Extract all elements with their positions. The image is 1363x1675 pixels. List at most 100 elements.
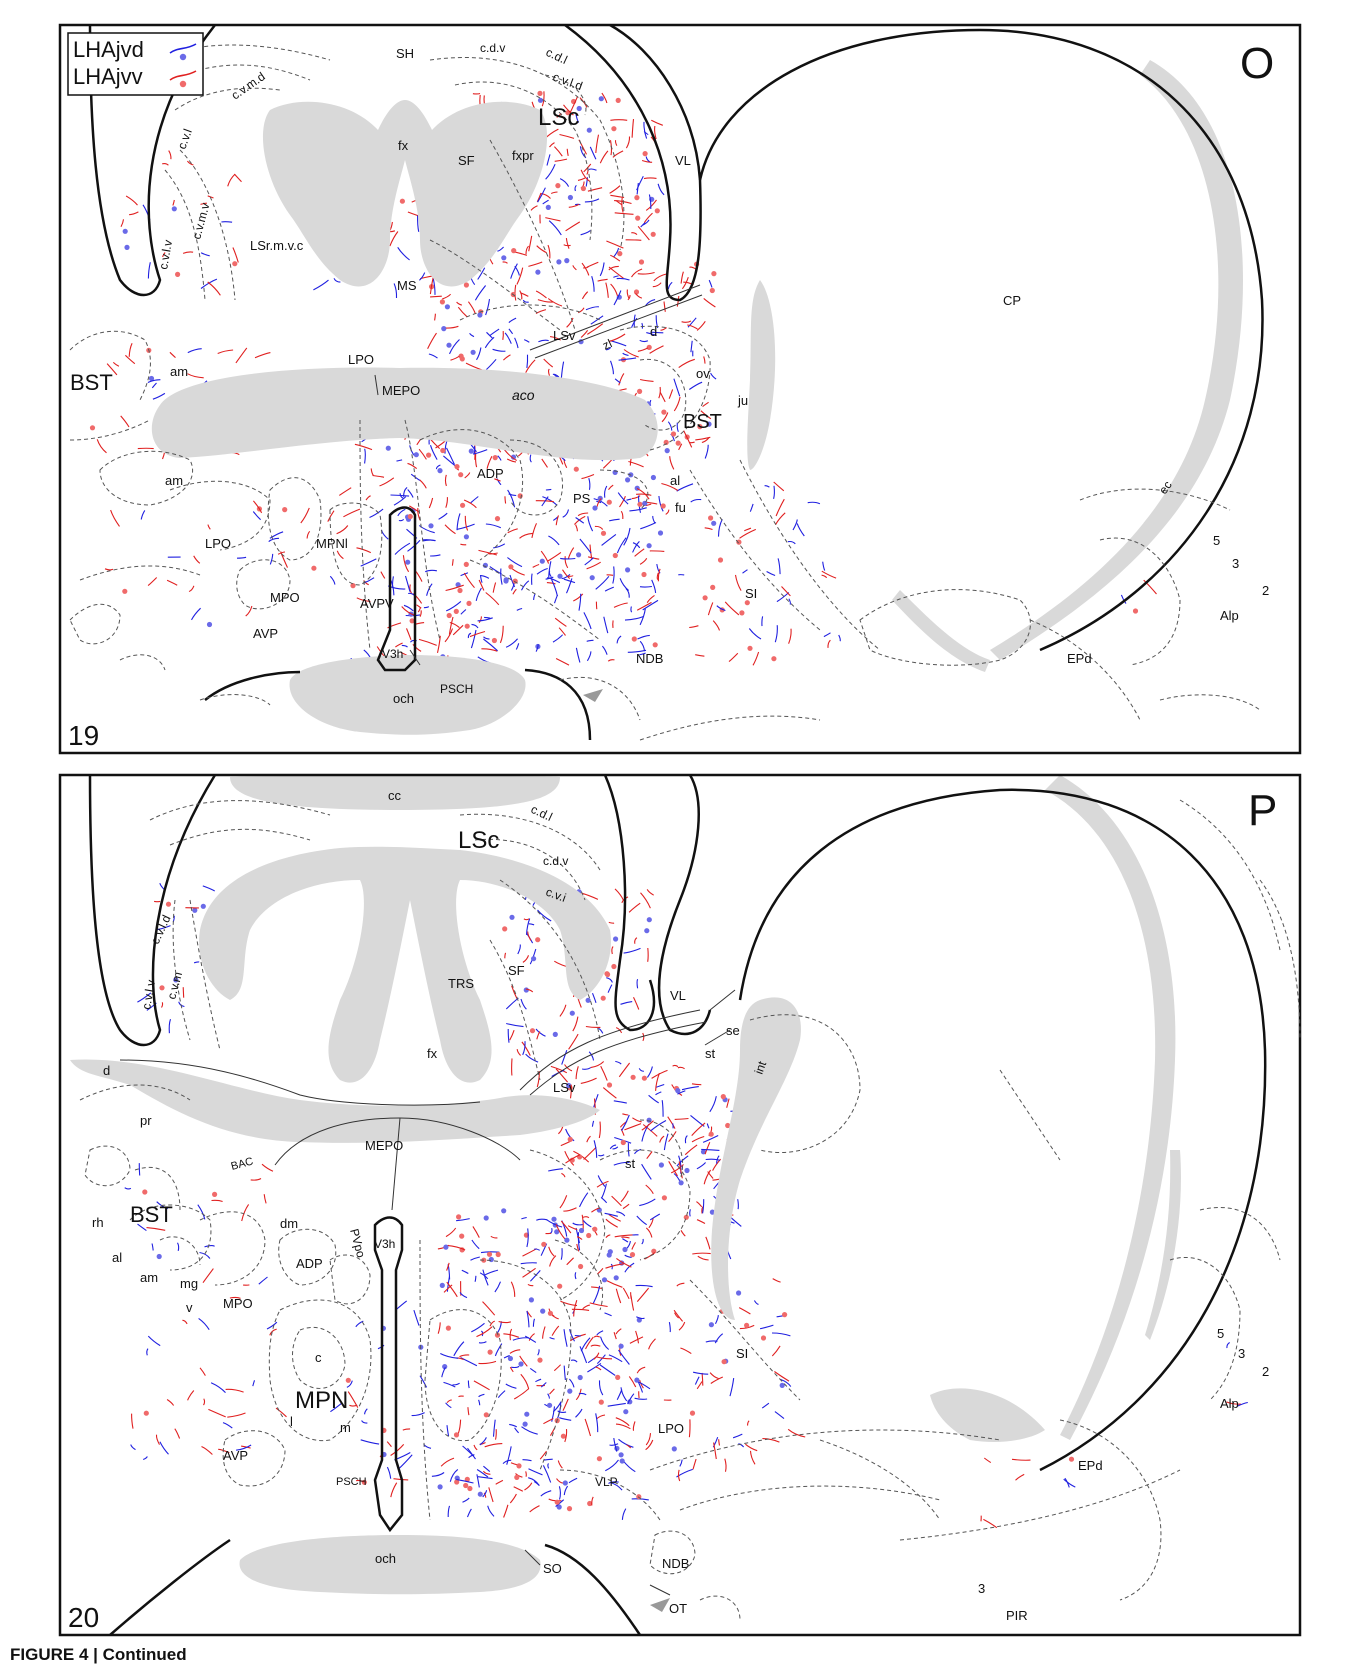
axon-segment-lhajvd <box>648 1094 659 1104</box>
label-o-fu: fu <box>675 500 686 515</box>
axon-segment-lhajvd <box>361 1420 368 1424</box>
axon-segment-lhajvv <box>563 244 571 247</box>
axon-segment-lhajvd <box>639 652 646 656</box>
axon-segment-lhajvd <box>506 1446 512 1465</box>
axon-segment-lhajvv <box>504 496 507 504</box>
axon-segment-lhajvd <box>398 518 405 522</box>
axon-segment-lhajvd <box>622 1459 636 1473</box>
axon-segment-lhajvd <box>636 175 644 191</box>
axon-segment-lhajvv <box>393 1478 409 1481</box>
axon-segment-lhajvd <box>629 507 647 512</box>
axon-segment-lhajvd <box>622 1238 629 1243</box>
axon-segment-lhajvd <box>593 498 608 507</box>
axon-segment-lhajvd <box>269 553 274 565</box>
label-p-pir: PIR <box>1006 1608 1028 1623</box>
axon-segment-lhajvd <box>591 1120 595 1127</box>
axon-segment-lhajvd <box>478 1393 485 1398</box>
axon-segment-lhajvv <box>703 1169 712 1185</box>
terminal-dot-lhajvv <box>641 1075 648 1081</box>
axon-segment-lhajvv <box>300 507 310 524</box>
terminal-dot-lhajvv <box>446 612 452 619</box>
terminal-dot-lhajvv <box>654 208 660 214</box>
axon-segment-lhajvv <box>535 290 547 299</box>
axon-segment-lhajvv <box>546 582 556 585</box>
axon-segment-lhajvd <box>441 1366 446 1378</box>
terminal-dot-lhajvd <box>535 269 541 275</box>
axon-segment-lhajvv <box>649 345 664 354</box>
axon-segment-lhajvd <box>476 1469 489 1478</box>
terminal-dot-lhajvv <box>508 564 514 570</box>
axon-segment-lhajvd <box>774 625 778 643</box>
axon-segment-lhajvd <box>199 1251 211 1259</box>
axon-segment-lhajvv <box>609 185 621 194</box>
terminal-dot-lhajvd <box>173 977 179 983</box>
fornix-p <box>199 846 611 1083</box>
axon-segment-lhajvv <box>166 579 178 586</box>
axon-segment-lhajvv <box>564 1064 573 1072</box>
axon-segment-lhajvv <box>417 607 421 613</box>
terminal-dot-lhajvd <box>554 1229 560 1235</box>
axon-segment-lhajvd <box>607 984 613 993</box>
axon-segment-lhajvd <box>419 272 426 281</box>
label-o-cp: CP <box>1003 293 1021 308</box>
terminal-dot-lhajvd <box>528 1297 535 1303</box>
axon-segment-lhajvd <box>667 281 673 290</box>
label-p-v3h: V3h <box>374 1237 395 1251</box>
label-p-si: SI <box>736 1346 748 1361</box>
axon-segment-lhajvv <box>443 1284 453 1293</box>
axon-segment-lhajvv <box>174 1428 181 1439</box>
terminal-dot-lhajvv <box>633 289 640 295</box>
axon-segment-lhajvv <box>734 574 742 591</box>
axon-segment-lhajvv <box>661 412 669 423</box>
terminal-dot-lhajvv <box>165 901 172 907</box>
terminal-dot-lhajvv <box>282 507 288 513</box>
axon-segment-lhajvd <box>419 1375 428 1388</box>
axon-segment-lhajvv <box>448 616 454 635</box>
axon-segment-lhajvv <box>637 271 655 275</box>
axon-segment-lhajvv <box>564 1429 568 1443</box>
axon-segment-lhajvd <box>761 1402 770 1409</box>
terminal-dot-lhajvv <box>663 439 669 445</box>
axon-segment-lhajvv <box>225 1388 244 1393</box>
axon-segment-lhajvd <box>559 178 570 187</box>
label-p-adp: ADP <box>296 1256 323 1271</box>
axon-segment-lhajvv <box>146 1227 166 1231</box>
axon-segment-lhajvv <box>182 251 194 254</box>
axon-segment-lhajvv <box>628 460 644 468</box>
label-p-am: am <box>140 1270 158 1285</box>
axon-segment-lhajvd <box>590 315 604 325</box>
label-p-pvpo: PVpo <box>347 1227 368 1259</box>
axon-segment-lhajvv <box>821 574 828 579</box>
axon-segment-lhajvv <box>562 569 571 580</box>
axon-segment-lhajvd <box>645 299 656 307</box>
axon-segment-lhajvd <box>502 1459 512 1464</box>
axon-segment-lhajvv <box>585 1336 594 1350</box>
axon-segment-lhajvv <box>567 547 575 560</box>
axon-segment-lhajvd <box>549 1337 555 1340</box>
axon-segment-lhajvd <box>619 578 630 591</box>
axon-segment-lhajvv <box>605 282 609 298</box>
axon-segment-lhajvv <box>700 410 712 420</box>
terminal-dot-lhajvv <box>453 1432 460 1438</box>
terminal-dot-lhajvv <box>675 440 681 446</box>
axon-segment-lhajvv <box>476 1326 493 1338</box>
axon-segment-lhajvd <box>601 1183 607 1199</box>
axon-segment-lhajvd <box>494 1343 503 1357</box>
terminal-dot-lhajvd <box>547 1402 553 1408</box>
axon-segment-lhajvd <box>636 1215 647 1226</box>
axon-segment-lhajvv <box>519 532 533 539</box>
axon-segment-lhajvv <box>661 482 679 491</box>
outlines-p <box>88 774 1267 1636</box>
axon-segment-lhajvv <box>409 584 412 594</box>
label-p-epd: EPd <box>1078 1458 1103 1473</box>
axon-segment-lhajvd <box>478 1399 481 1406</box>
terminal-dot-lhajvv <box>650 231 656 237</box>
axon-segment-lhajvv <box>712 620 721 631</box>
terminal-dot-lhajvv <box>646 344 652 350</box>
axon-segment-lhajvd <box>596 1354 606 1364</box>
label-o-epd: EPd <box>1067 651 1092 666</box>
axon-segment-lhajvd <box>627 1393 635 1405</box>
axon-segment-lhajvd <box>551 1406 556 1422</box>
axon-segment-lhajvv <box>639 558 648 565</box>
axon-segment-lhajvv <box>110 509 120 527</box>
